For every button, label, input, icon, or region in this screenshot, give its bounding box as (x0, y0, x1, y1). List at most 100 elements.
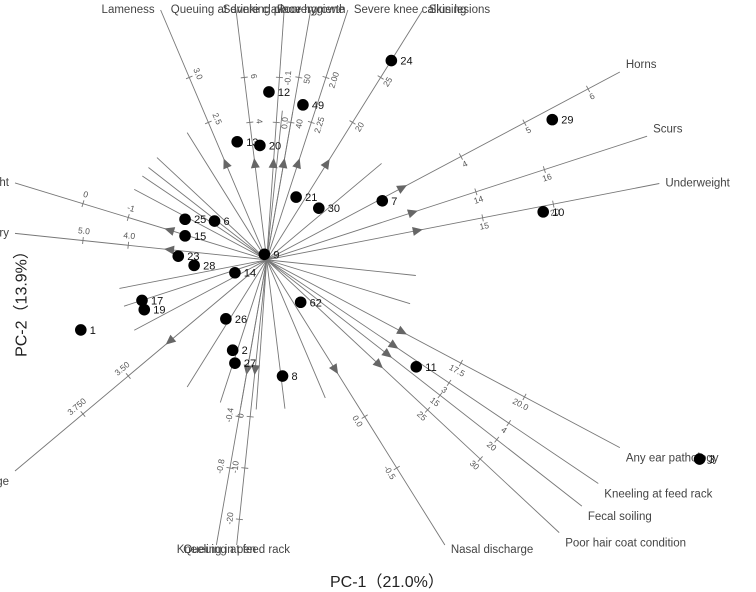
axis-tick-label: 0.0 (350, 413, 365, 429)
sample-point-49 (297, 99, 309, 111)
axis-tick-label: 6 (587, 91, 596, 102)
sample-point-3 (694, 453, 706, 465)
axis-tick (236, 519, 243, 520)
direction-arrow (396, 326, 407, 335)
direction-arrow (412, 227, 423, 236)
axis-tick-label: 20 (485, 439, 499, 453)
axis-tick-label: 0.0 (279, 116, 290, 129)
axis-tick-label: 4.0 (123, 230, 136, 241)
axis-tick-label: 15 (428, 395, 442, 409)
variable-label: Horns (626, 59, 657, 71)
axis-tick (83, 237, 84, 244)
variable-label: Kneeling at feed rack (604, 489, 712, 501)
axis-tick (128, 242, 129, 249)
variable-label: Lameness (102, 4, 155, 16)
sample-point-label: 2 (242, 345, 248, 357)
axis-tick-label: 50 (301, 73, 313, 84)
sample-point-23 (172, 250, 184, 262)
axis-line (237, 111, 283, 545)
axis-tick-label: 6 (249, 73, 260, 79)
direction-arrow (251, 158, 260, 168)
direction-arrow (164, 227, 175, 236)
axis-line (134, 189, 620, 447)
sample-point-label: 3 (709, 454, 715, 466)
axis-tick-label: -20 (224, 511, 235, 525)
sample-point-62 (295, 296, 307, 308)
axis-tick-label: 16 (541, 171, 553, 184)
variable-label: Scurs (653, 123, 683, 135)
axis-line (15, 233, 416, 275)
sample-point-label: 14 (244, 268, 256, 280)
direction-arrow (396, 185, 407, 194)
axis-tick-label: -1 (126, 202, 136, 214)
sample-point-label: 29 (561, 115, 573, 127)
sample-point-29 (546, 114, 558, 126)
sample-point-10 (537, 206, 549, 218)
direction-arrow (388, 339, 399, 348)
sample-point-label: 28 (203, 260, 215, 272)
sample-point-25 (179, 213, 191, 225)
sample-point-label: 20 (269, 140, 281, 152)
sample-point-label: 15 (194, 231, 206, 243)
sample-point-label: 62 (310, 297, 322, 309)
sample-point-label: 26 (235, 314, 247, 326)
direction-arrow (164, 246, 174, 255)
axis-tick-label: 0 (82, 189, 90, 200)
axis-tick (241, 468, 248, 469)
sample-point-27 (229, 357, 241, 369)
sample-point-7 (376, 195, 388, 207)
axis-tick-label: 2.00 (326, 70, 341, 89)
sample-point-label: 12 (278, 87, 290, 99)
sample-point-label: 1 (90, 325, 96, 337)
axis-tick-label: 2.25 (312, 115, 327, 134)
sample-point-1 (75, 324, 87, 336)
sample-point-label: 30 (328, 203, 340, 215)
sample-point-9 (259, 248, 271, 260)
sample-point-20 (254, 140, 266, 152)
axis-line (157, 158, 559, 533)
axis-tick-label: 40 (293, 118, 305, 129)
axis-tick-label: 14 (472, 193, 484, 206)
variable-axis-10: 3.503.750Ocular discharge (0, 163, 382, 488)
axis-tick-label: 20 (353, 120, 367, 134)
sample-point-11 (410, 361, 422, 373)
sample-point-14 (229, 267, 241, 279)
sample-point-label: 6 (224, 216, 230, 228)
sample-point-label: 11 (425, 362, 436, 374)
axis-tick (241, 77, 248, 78)
axis-tick-label: -0.8 (214, 458, 226, 474)
sample-point-label: 49 (312, 100, 324, 112)
axis-tick (247, 416, 254, 417)
direction-arrow (407, 210, 418, 219)
axis-tick (246, 122, 253, 123)
variable-label: Ocular discharge (0, 476, 9, 488)
variable-label: Overweight (0, 177, 10, 189)
sample-point-30 (313, 202, 325, 214)
axis-tick-label: -0.4 (223, 407, 235, 423)
sample-point-label: 8 (292, 371, 298, 383)
sample-point-15 (179, 230, 191, 242)
axis-tick-label: 4 (460, 158, 469, 169)
axis-tick-label: 3.50 (112, 359, 131, 377)
axis-tick-label: 25 (381, 75, 395, 89)
variable-axis-1: 14 16 Scurs (124, 123, 683, 306)
direction-arrow (321, 159, 330, 170)
sample-point-label: 21 (305, 192, 317, 204)
axis-tick-label: 4 (254, 118, 265, 124)
direction-arrow (166, 335, 177, 345)
sample-point-6 (209, 215, 221, 227)
x-axis-label: PC-1（21.0%） (330, 568, 444, 592)
sample-point-label: 27 (244, 358, 256, 370)
direction-arrow (329, 363, 338, 374)
axis-line (15, 163, 382, 471)
sample-point-label: 7 (391, 196, 397, 208)
axis-tick-label: 3.0 (191, 66, 205, 81)
direction-arrow (381, 348, 392, 358)
direction-arrow (269, 158, 278, 168)
